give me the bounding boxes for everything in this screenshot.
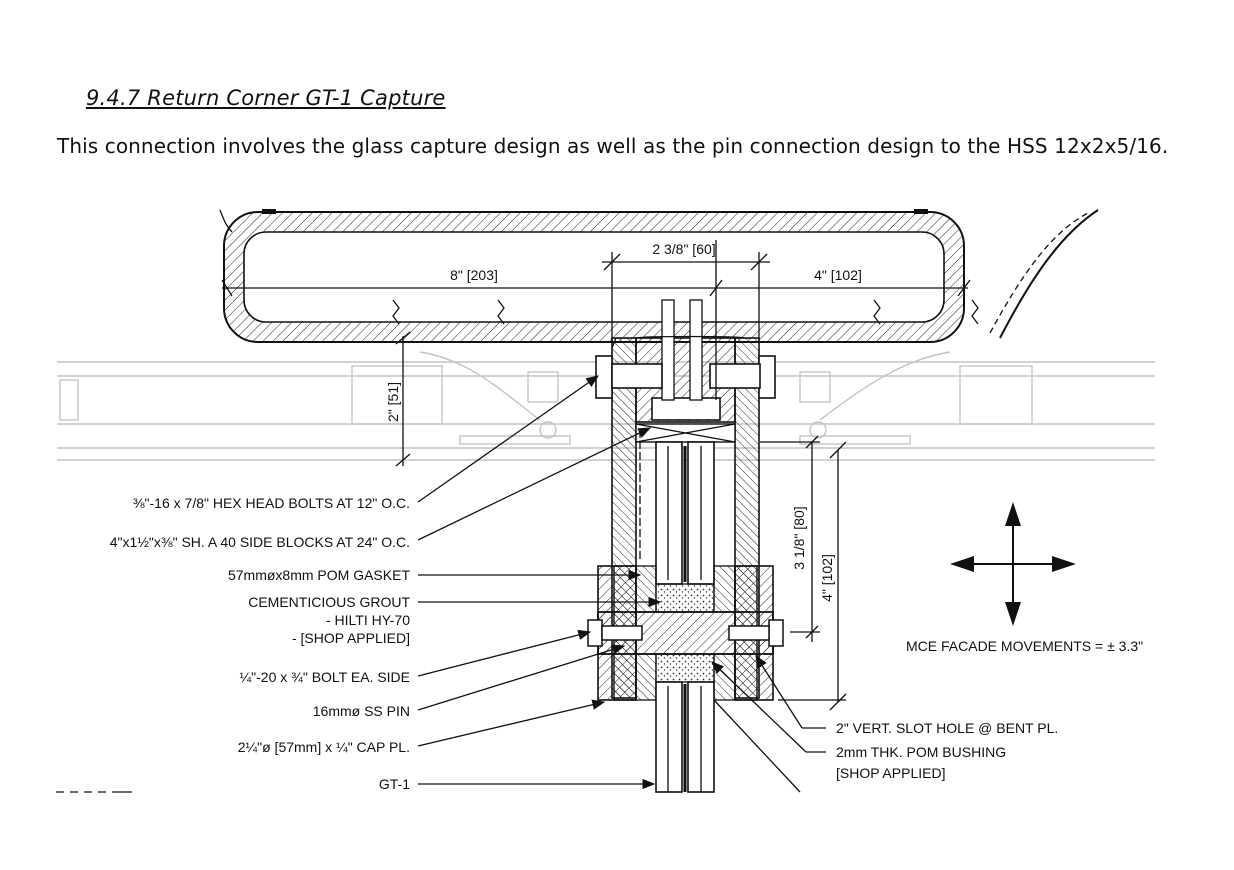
ss-pin [587,611,784,655]
intro-text: This connection involves the glass captu… [57,134,1169,158]
hss-tube [223,209,979,343]
curved-facade-edge [999,209,1099,339]
section-heading: 9.4.7 Return Corner GT-1 Capture [86,86,446,110]
dim-hss-right: 4" [102] [814,267,862,283]
lower-glass [635,653,736,793]
hex-bolts [595,355,776,399]
leader-lines [417,375,826,793]
callout-grout: CEMENTICIOUS GROUT [248,594,410,610]
callout-pom-bushing: 2mm THK. POM BUSHING [836,744,1006,760]
movement-note: MCE FACADE MOVEMENTS = ± 3.3" [906,638,1143,654]
callout-grout-shop: - [SHOP APPLIED] [292,630,410,646]
dim-plate-height: 4" [102] [819,554,835,602]
callout-side-bolt: ¼"-20 x ¾" BOLT EA. SIDE [240,669,411,685]
callout-ss-pin: 16mmø SS PIN [313,703,410,719]
movement-arrows-icon [950,502,1076,626]
dim-glass-bite: 3 1/8" [80] [791,506,807,569]
dim-hss-left: 8" [203] [450,267,498,283]
dimension-lines [221,240,971,711]
dim-hss-pin-offset: 2 3/8" [60] [652,241,715,257]
dim-hss-depth: 2" [51] [385,382,401,422]
callout-grout-product: - HILTI HY-70 [326,612,410,628]
callout-hex-bolts: ⅜"-16 x 7/8" HEX HEAD BOLTS AT 12" O.C. [133,495,410,511]
callout-glass-type: GT-1 [379,776,410,792]
callout-pom-gasket: 57mmøx8mm POM GASKET [228,567,410,583]
mullion-background [57,351,1155,461]
callout-slot-hole: 2" VERT. SLOT HOLE @ BENT PL. [836,720,1058,736]
callout-bushing-shop: [SHOP APPLIED] [836,765,945,781]
callout-cap-plate: 2¼"ø [57mm] x ¼" CAP PL. [238,739,410,755]
callout-side-blocks: 4"x1½"x⅜" SH. A 40 SIDE BLOCKS AT 24" O.… [110,534,410,550]
